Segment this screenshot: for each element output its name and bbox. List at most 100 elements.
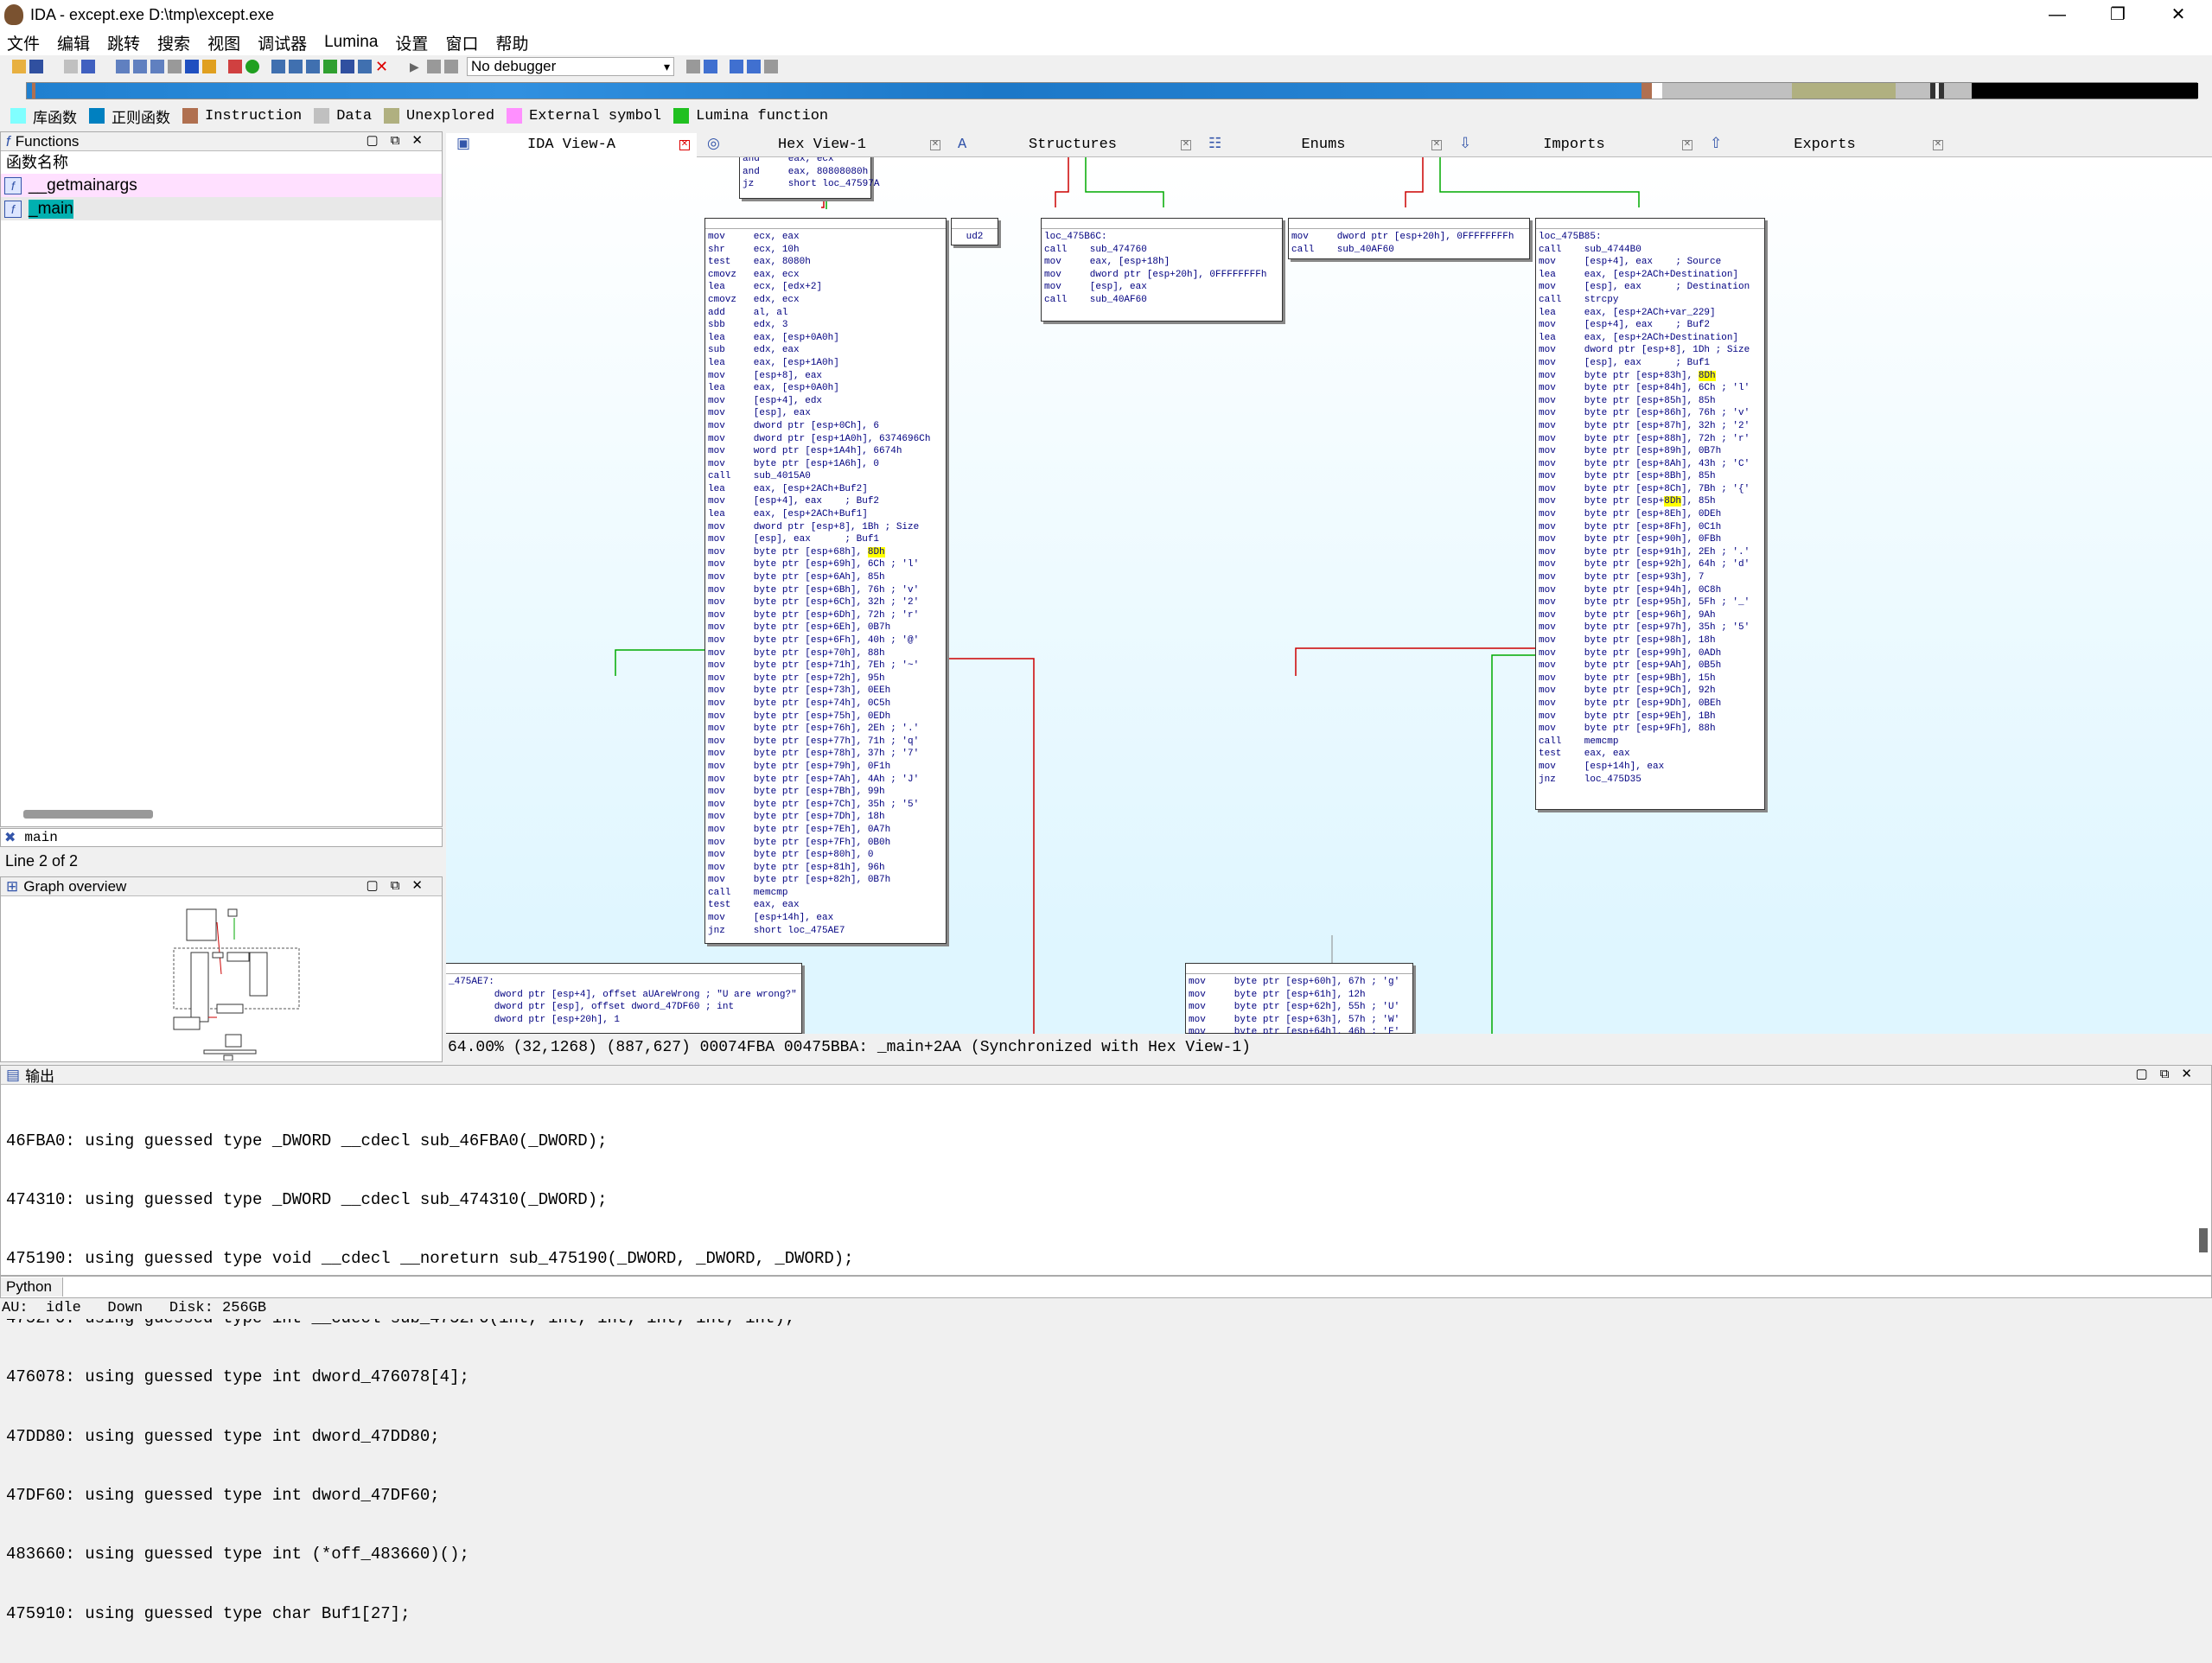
enum-icon[interactable] [306, 60, 320, 73]
tab-label: Enums [1301, 137, 1346, 153]
tab-close-icon[interactable]: ✕ [930, 140, 940, 150]
graph-overview-minimap[interactable] [1, 896, 442, 1061]
output-scrollbar[interactable] [2199, 1228, 2208, 1252]
extra-icon[interactable] [764, 60, 778, 73]
menu-debugger[interactable]: 调试器 [258, 35, 308, 54]
function-row[interactable]: f __getmainargs [1, 174, 442, 197]
undefine-icon[interactable] [358, 60, 372, 73]
python-input[interactable] [63, 1278, 2211, 1297]
menu-edit[interactable]: 编辑 [57, 35, 91, 54]
node-header [1186, 964, 1412, 974]
close-button[interactable]: ✕ [2171, 5, 2186, 24]
legend: 库函数 正则函数 Instruction Data Unexplored Ext… [0, 104, 2212, 128]
output-title: 输出 [25, 1068, 55, 1085]
legend-label: External symbol [529, 107, 662, 124]
maximize-button[interactable]: ❐ [2110, 5, 2126, 24]
navigation-band[interactable] [26, 82, 2198, 99]
graph-node-right[interactable]: loc_475B85: call sub_4744B0 mov [esp+4],… [1535, 218, 1765, 810]
delete-icon[interactable]: ✕ [375, 58, 389, 75]
tab-exports[interactable]: ⇧ Exports ✕ [1699, 133, 1950, 157]
graph-overview-title: Graph overview [23, 877, 127, 895]
tab-structures[interactable]: A Structures ✕ [947, 133, 1198, 157]
python-button[interactable]: Python [1, 1278, 63, 1297]
tab-imports[interactable]: ⇩ Imports ✕ [1449, 133, 1699, 157]
code-icon[interactable] [341, 60, 354, 73]
legend-swatch [384, 108, 400, 124]
legend-label: Lumina function [696, 107, 829, 124]
node-code: _475AE7: dword ptr [esp+4], offset aUAre… [449, 977, 797, 1025]
struct-icon[interactable] [289, 60, 303, 73]
paste-icon[interactable] [133, 60, 147, 73]
tab-close-icon[interactable]: ✕ [1431, 140, 1442, 150]
tab-label: Hex View-1 [777, 137, 867, 153]
data-icon[interactable] [323, 60, 337, 73]
tab-close-icon[interactable]: ✕ [679, 140, 690, 150]
output-line: 476078: using guessed type int dword_476… [6, 1367, 469, 1387]
trace-icon[interactable] [747, 60, 761, 73]
graph-node-bottom-right[interactable]: mov byte ptr [esp+60h], 67h ; 'g' mov by… [1185, 963, 1413, 1034]
func-icon[interactable] [271, 60, 285, 73]
status-bar: AU: idle Down Disk: 256GB [0, 1298, 2212, 1319]
stop-icon[interactable] [444, 60, 458, 73]
tab-close-icon[interactable]: ✕ [1933, 140, 1943, 150]
function-icon: f [4, 200, 22, 218]
menu-search[interactable]: 搜索 [157, 35, 191, 54]
panel-window-buttons[interactable]: ▢⧉✕ [366, 133, 435, 148]
panel-window-buttons[interactable]: ▢⧉✕ [2135, 1067, 2204, 1081]
binary-search-icon[interactable] [168, 60, 182, 73]
function-name-column[interactable]: 函数名称 [6, 154, 68, 171]
note-icon[interactable] [202, 60, 216, 73]
menu-lumina[interactable]: Lumina [324, 33, 379, 51]
function-row-selected[interactable]: f _main [1, 197, 442, 220]
tab-label: Imports [1543, 137, 1605, 153]
graph-node-top[interactable]: and eax, ecx and eax, 80808080h jz short… [739, 157, 879, 199]
back-icon[interactable] [64, 60, 78, 73]
sync-icon[interactable] [704, 60, 717, 73]
run-icon[interactable]: ▶ [410, 60, 419, 73]
legend-label: 库函数 [33, 109, 77, 126]
open-icon[interactable] [12, 60, 26, 73]
menu-jump[interactable]: 跳转 [107, 35, 141, 54]
horizontal-scrollbar[interactable] [23, 810, 153, 819]
graph-node-bottom-left[interactable]: _475AE7: dword ptr [esp+4], offset aUAre… [446, 963, 802, 1034]
graph-node-ud2[interactable]: ud2 [951, 218, 998, 245]
save-icon[interactable] [29, 60, 43, 73]
forward-icon[interactable] [81, 60, 95, 73]
tab-hex-view-1[interactable]: ◎ Hex View-1 ✕ [697, 133, 947, 157]
graph-node-mid[interactable]: loc_475B6C: call sub_474760 mov eax, [es… [1041, 218, 1283, 322]
menu-file[interactable]: 文件 [7, 35, 41, 54]
copy-icon[interactable] [116, 60, 130, 73]
tab-close-icon[interactable]: ✕ [1181, 140, 1191, 150]
debug-opt-icon[interactable] [686, 60, 700, 73]
tab-enums[interactable]: ☷ Enums ✕ [1198, 133, 1449, 157]
tab-close-icon[interactable]: ✕ [1682, 140, 1692, 150]
output-line: 475910: using guessed type char Buf1[27]… [6, 1603, 411, 1623]
functions-panel-icon: f [6, 132, 10, 150]
minimize-button[interactable]: — [2049, 5, 2066, 24]
debugger-select[interactable]: No debugger [467, 57, 674, 76]
down-arrow-icon[interactable] [185, 60, 199, 73]
legend-swatch [10, 108, 26, 124]
tab-ida-view-a[interactable]: ▣ IDA View-A ✕ [446, 133, 697, 157]
graph-node-left[interactable]: mov ecx, eax shr ecx, 10h test eax, 8080… [704, 218, 947, 944]
panel-window-buttons[interactable]: ▢⧉✕ [366, 878, 435, 893]
menu-windows[interactable]: 窗口 [445, 35, 479, 54]
functions-title: Functions [15, 132, 80, 150]
menu-help[interactable]: 帮助 [495, 35, 529, 54]
filter-close-icon[interactable]: ✖ [4, 831, 16, 845]
breakpoint-icon[interactable] [730, 60, 743, 73]
function-filter[interactable]: ✖ main [0, 828, 443, 847]
legend-swatch [182, 108, 198, 124]
graph-node-right-small[interactable]: mov dword ptr [esp+20h], 0FFFFFFFFh call… [1288, 218, 1530, 259]
menu-options[interactable]: 设置 [395, 35, 429, 54]
node-header [705, 219, 946, 229]
graph-canvas[interactable]: and eax, ecx and eax, 80808080h jz short… [446, 157, 2212, 1034]
chart-icon[interactable] [228, 60, 242, 73]
lumina-icon[interactable] [245, 60, 259, 73]
output-line: 47DF60: using guessed type int dword_47D… [6, 1485, 440, 1505]
pause-icon[interactable] [427, 60, 441, 73]
text-search-icon[interactable] [150, 60, 164, 73]
menu-view[interactable]: 视图 [207, 35, 241, 54]
menu-bar: 文件 编辑 跳转 搜索 视图 调试器 Lumina 设置 窗口 帮助 [0, 29, 2212, 55]
node-header [446, 964, 801, 974]
